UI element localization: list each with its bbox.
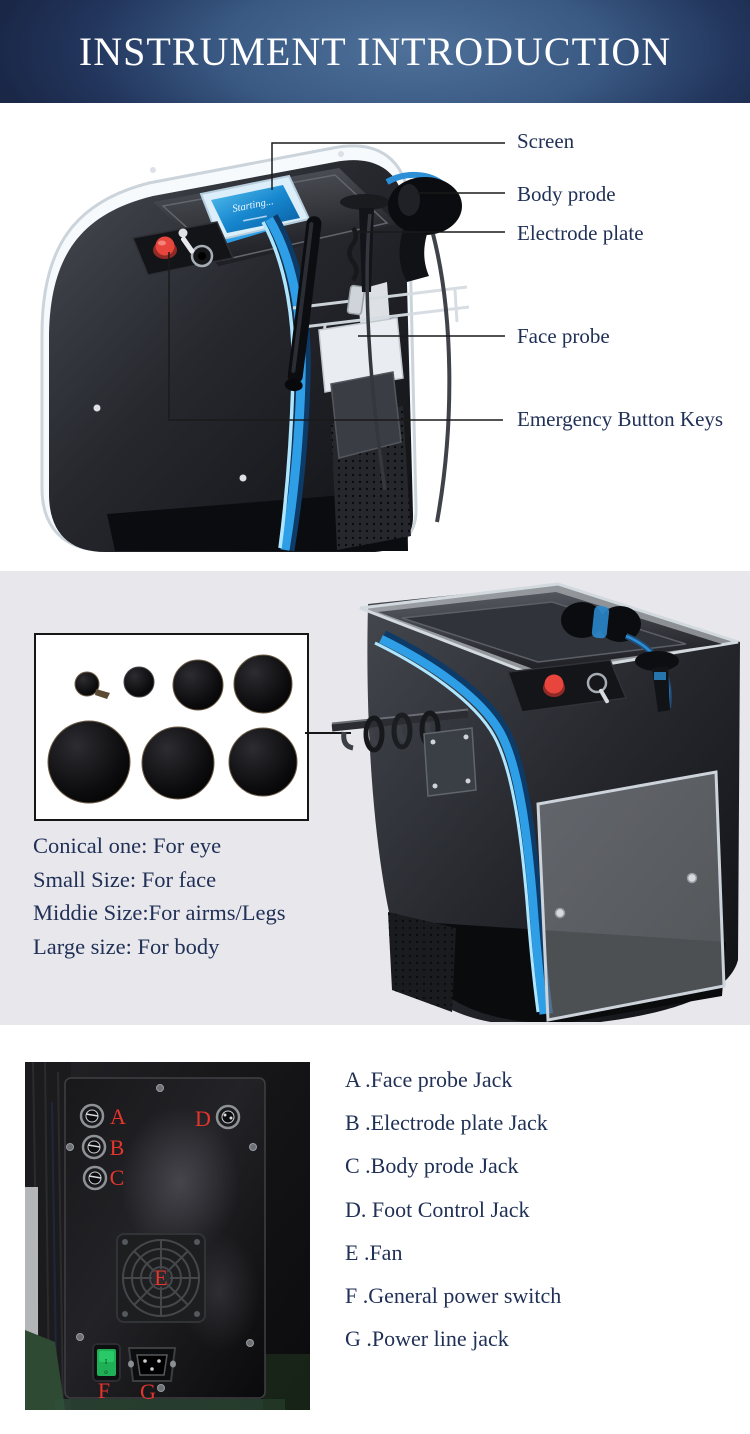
marker-letter-e: E	[154, 1265, 167, 1290]
svg-text:I: I	[105, 1358, 108, 1366]
jack-d	[215, 1104, 241, 1130]
machine-front-photo: Starting...	[40, 144, 470, 552]
legend-item-b: B .Electrode plate Jack	[345, 1110, 548, 1136]
large-pad-3	[228, 727, 298, 797]
cable-loop	[363, 715, 385, 753]
gloss-reflection	[120, 1107, 240, 1257]
header-banner: INSTRUMENT INTRODUCTION	[0, 0, 750, 103]
rail-mount-plate	[423, 727, 477, 797]
pad-note-middle: Middie Size:For airms/Legs	[33, 900, 286, 925]
key-switch	[178, 228, 214, 268]
machine-body	[49, 160, 414, 552]
legend-item-f: F .General power switch	[345, 1283, 562, 1309]
pad-note-conical: Conical one: For eye	[33, 833, 222, 858]
callout-lines	[168, 142, 505, 421]
callout-label-face-probe: Face probe	[517, 324, 610, 348]
wall-sliver	[25, 1187, 38, 1337]
panel-screws	[66, 1084, 257, 1392]
middle-pad-2	[233, 654, 293, 714]
marker-letter-b: B	[110, 1135, 125, 1160]
jack-b	[81, 1134, 107, 1160]
probe-cables	[365, 213, 452, 523]
hand-probe	[635, 651, 679, 712]
jack-a	[79, 1103, 105, 1129]
legend-item-c: C .Body prode Jack	[345, 1153, 519, 1179]
cover-screws	[93, 151, 344, 482]
control-panel	[131, 221, 235, 276]
jack-c	[82, 1165, 108, 1191]
pad-note-large: Large size: For body	[33, 933, 220, 959]
panel-screw	[686, 872, 698, 884]
cooling-fan	[116, 1233, 206, 1323]
marker-letter-g: G	[140, 1379, 156, 1404]
marker-letter-c: C	[110, 1165, 125, 1190]
acrylic-side-panel	[536, 770, 726, 1022]
floor-corner	[263, 1354, 310, 1410]
machine-base	[408, 922, 726, 1022]
callout-label-body-prode: Body prode	[517, 182, 616, 206]
power-switch: I o	[92, 1343, 121, 1382]
panel-screw	[554, 907, 566, 919]
marker-letter-a: A	[110, 1104, 126, 1129]
marker-letter-d: D	[195, 1106, 211, 1131]
legend-list: A .Face probe Jack B .Electrode plate Ja…	[345, 1058, 561, 1360]
legend-item-g: G .Power line jack	[345, 1326, 509, 1352]
section-back-panel: I o A B C D E F G	[0, 1025, 750, 1434]
pad-size-notes: Conical one: For eye Small Size: For fac…	[33, 829, 285, 963]
control-panel	[506, 659, 628, 713]
section-accessories: Conical one: For eye Small Size: For fac…	[0, 571, 750, 1025]
pad-note-small: Small Size: For face	[33, 866, 217, 892]
deck-recess	[401, 601, 687, 663]
back-panel-photo: I o A B C D E F G	[25, 1062, 310, 1410]
conical-pad	[74, 671, 110, 699]
led-stripe	[374, 630, 553, 1015]
legend-item-a: A .Face probe Jack	[345, 1067, 513, 1092]
callout-line-emergency	[168, 252, 503, 421]
callout-label-electrode-plate: Electrode plate	[517, 221, 644, 245]
accessory-pads-box	[34, 633, 309, 821]
large-pad	[47, 720, 131, 804]
body-probe	[385, 171, 462, 282]
legend-item-d: D. Foot Control Jack	[345, 1196, 530, 1222]
legend-item-e: E .Fan	[345, 1239, 403, 1265]
face-probe	[284, 216, 322, 392]
pads-connector-line	[305, 732, 351, 734]
svg-text:o: o	[104, 1368, 108, 1376]
machine-rear-photo	[331, 582, 740, 1022]
callout-line-screen	[271, 142, 505, 190]
middle-pad	[172, 659, 224, 711]
power-inlet	[127, 1347, 177, 1382]
marker-letter-f: F	[98, 1378, 110, 1403]
section-front-view: Starting...	[0, 103, 750, 571]
callout-label-emergency: Emergency Button Keys	[517, 407, 724, 431]
cable-loop	[391, 712, 413, 750]
floor-green	[25, 1330, 65, 1410]
coiled-cable	[347, 226, 359, 282]
key-switch	[586, 672, 608, 694]
screen-subtext-line	[243, 215, 267, 222]
marker-letters: A B C D E F G	[98, 1104, 211, 1404]
callout-label-screen: Screen	[517, 129, 575, 153]
vent-dots	[388, 912, 456, 1012]
electrode-pads	[47, 654, 298, 804]
hook-rail	[331, 708, 477, 797]
machine-base	[107, 490, 408, 551]
small-pad	[123, 666, 155, 698]
large-pad-2	[141, 726, 215, 800]
page-title: INSTRUMENT INTRODUCTION	[78, 29, 672, 74]
floor-strip	[55, 1399, 285, 1410]
emergency-stop-button	[153, 236, 177, 259]
